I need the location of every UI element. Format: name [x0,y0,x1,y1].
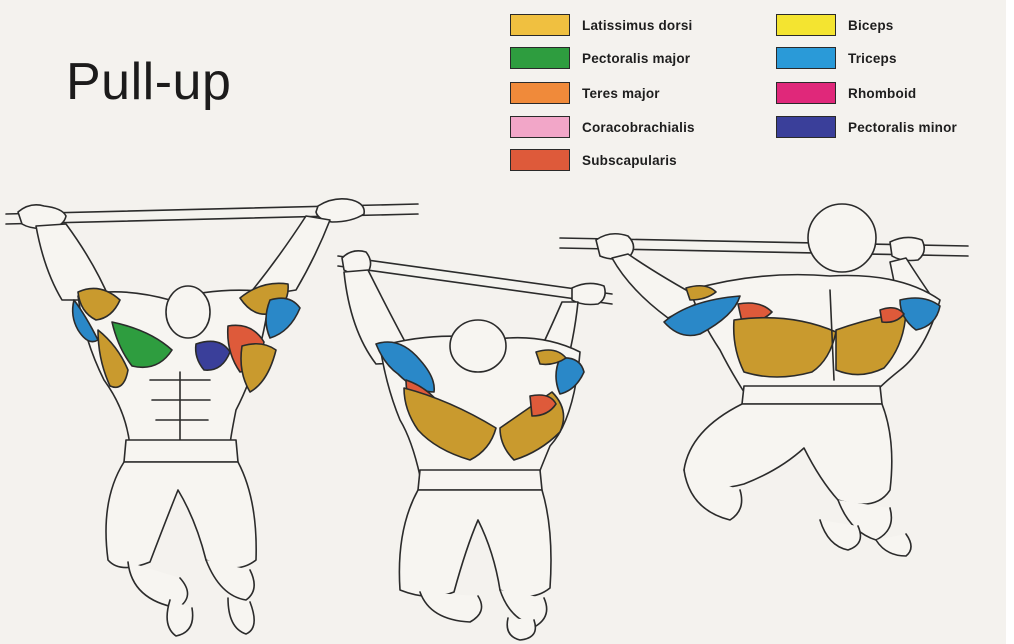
waistband [124,440,238,462]
right-hand [890,237,924,260]
legs [399,490,551,597]
feet [507,618,535,640]
figure-rear-view [560,204,968,556]
waistband [418,470,542,490]
triceps-right [266,298,300,338]
figure-back-view [338,251,612,640]
head [808,204,876,272]
latissimus-dorsi-right-lower [241,344,276,392]
triceps-right [556,358,584,394]
legs [106,462,256,568]
head [450,320,506,372]
feet [167,598,254,636]
waistband [742,386,882,404]
right-edge-strip [1006,0,1014,644]
head [166,286,210,338]
